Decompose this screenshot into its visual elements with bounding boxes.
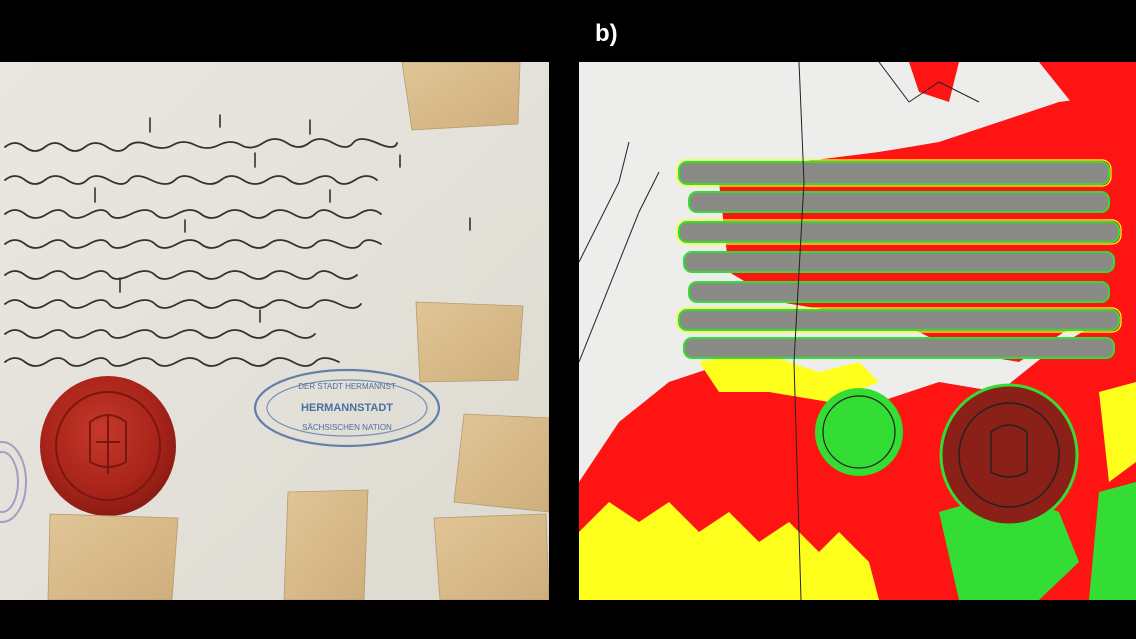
handwriting [4, 114, 471, 367]
patch-top [401, 62, 521, 131]
patch-right [453, 413, 549, 513]
analysis-stamp-ring [822, 395, 896, 469]
patch-bottom-left [47, 513, 179, 600]
edge-lines [579, 62, 980, 600]
analysis-seal [939, 383, 1079, 527]
green-regions [815, 388, 1136, 600]
patch-bottom-right [433, 513, 549, 600]
paper-patches [47, 62, 549, 600]
yellow-regions [579, 352, 1136, 600]
blue-ink-stamp: DER STADT HERMANNST HERMANNSTADT SÄCHSIS… [253, 368, 441, 448]
stamp-text-top: DER STADT HERMANNST [298, 382, 396, 391]
purple-stamp [0, 441, 27, 523]
stamp-text-middle: HERMANNSTADT [301, 402, 393, 414]
original-manuscript-photo: DER STADT HERMANNST HERMANNSTADT SÄCHSIS… [0, 62, 549, 600]
stamp-text-bottom: SÄCHSISCHEN NATION [302, 423, 392, 432]
patch-bottom-center [283, 489, 369, 600]
red-wax-seal [40, 376, 176, 516]
panel-label: b) [595, 20, 618, 47]
text-stroke-regions [678, 161, 1120, 359]
patch-middle [415, 301, 524, 383]
original-manuscript-drawing: DER STADT HERMANNST HERMANNSTADT SÄCHSIS… [0, 62, 549, 600]
analysis-drawing [579, 62, 1136, 600]
text-stroke-outlines [676, 159, 1122, 333]
analysis-false-color-photo [579, 62, 1136, 600]
